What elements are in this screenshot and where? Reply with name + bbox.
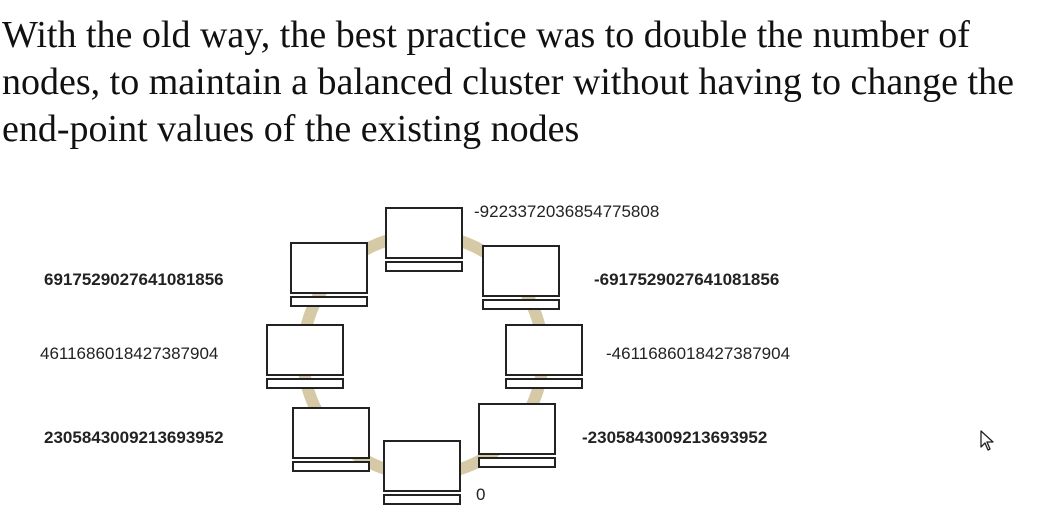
keyboard-icon	[292, 461, 370, 472]
monitor-icon	[482, 245, 560, 297]
node-1-computer	[385, 207, 463, 272]
monitor-icon	[292, 407, 370, 459]
monitor-icon	[385, 207, 463, 259]
node-6-computer	[292, 407, 370, 472]
node-8-token-label: 6917529027641081856	[44, 270, 224, 289]
keyboard-icon	[385, 261, 463, 272]
node-4-token-label: -2305843009213693952	[582, 428, 768, 447]
monitor-icon	[505, 324, 583, 376]
node-3-token-label: -4611686018427387904	[606, 344, 791, 363]
keyboard-icon	[266, 378, 344, 389]
node-1-token-label: -9223372036854775808	[474, 202, 660, 221]
mouse-pointer-icon	[980, 430, 994, 451]
monitor-icon	[383, 440, 461, 492]
monitor-icon	[290, 242, 368, 294]
node-6-token-label: 2305843009213693952	[44, 428, 224, 447]
node-5-token-label: 0	[476, 485, 486, 504]
node-2-computer	[482, 245, 560, 310]
node-4-computer	[478, 403, 556, 468]
node-7-token-label: 4611686018427387904	[40, 344, 219, 363]
node-3-computer	[505, 324, 583, 389]
slide-title: With the old way, the best practice was …	[2, 14, 1014, 150]
keyboard-icon	[505, 378, 583, 389]
keyboard-icon	[482, 299, 560, 310]
monitor-icon	[478, 403, 556, 455]
node-8-computer	[290, 242, 368, 307]
keyboard-icon	[290, 296, 368, 307]
keyboard-icon	[383, 494, 461, 505]
node-5-computer	[383, 440, 461, 505]
monitor-icon	[266, 324, 344, 376]
node-2-token-label: -6917529027641081856	[594, 270, 780, 289]
node-7-computer	[266, 324, 344, 389]
keyboard-icon	[478, 457, 556, 468]
